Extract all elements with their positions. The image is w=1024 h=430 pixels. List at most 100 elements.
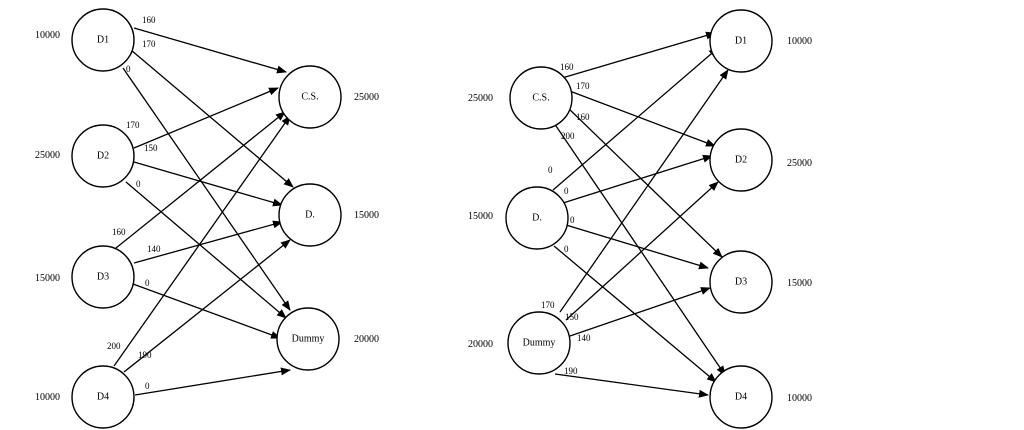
cost-d4-dummy: 0: [145, 381, 150, 391]
edge-d4-dummy: [134, 367, 291, 396]
left-source-nodes: D1 D2 D3 D4: [71, 8, 135, 429]
edge-r-cs-d2: [566, 89, 716, 147]
cost-r-d-d4: 0: [564, 244, 569, 254]
edge-d1-dummy: [122, 67, 291, 311]
cost-r-dummy-d2: 150: [565, 312, 579, 322]
edge-r-dummy-d4: [554, 373, 709, 398]
supply-r-d: 15000: [468, 211, 493, 222]
node-d1: D1: [71, 8, 135, 72]
edge-d3-dummy: [132, 283, 281, 339]
cost-r-cs-d1: 160: [560, 62, 574, 72]
node-r-dummy-label: Dummy: [523, 337, 556, 348]
node-dummy: Dummy: [276, 307, 340, 371]
cost-d3-dummy: 0: [145, 278, 150, 288]
demand-r-d1: 10000: [787, 36, 812, 47]
node-d4-label: D4: [97, 391, 109, 402]
right-supplies: 25000 15000 20000: [468, 93, 493, 350]
cost-r-dummy-d1: 170: [541, 300, 555, 310]
left-network: 160 170 0 170 150 0 160 140 0 200 190 0 …: [35, 8, 379, 429]
node-r-cs: C.S.: [509, 66, 573, 130]
left-edges: [113, 27, 294, 396]
demand-r-d2: 25000: [787, 158, 812, 169]
demand-d: 15000: [354, 210, 379, 221]
edge-d1-cs: [133, 27, 287, 74]
cost-r-cs-d4: 200: [561, 131, 575, 141]
edge-d4-cs: [113, 115, 291, 367]
node-d3-label: D3: [97, 271, 109, 282]
edge-r-d-d2: [562, 154, 713, 204]
cost-d4-cs: 200: [107, 341, 121, 351]
cost-r-dummy-d4: 190: [564, 366, 578, 376]
supply-r-dummy: 20000: [468, 339, 493, 350]
node-r-d3: D3: [709, 250, 773, 314]
right-edges: [552, 31, 729, 398]
cost-d2-cs: 170: [126, 120, 140, 130]
left-supplies: 10000 25000 15000 10000: [35, 30, 60, 403]
node-cs: C.S.: [278, 65, 342, 129]
node-cs-label: C.S.: [301, 91, 318, 102]
supply-d2: 25000: [35, 150, 60, 161]
supply-d1: 10000: [35, 30, 60, 41]
cost-d3-cs: 160: [112, 227, 126, 237]
demand-r-d4: 10000: [787, 393, 812, 404]
cost-r-d-d3: 0: [570, 215, 575, 225]
cost-r-d-d1: 0: [548, 165, 553, 175]
demand-cs: 25000: [354, 92, 379, 103]
cost-d4-d: 190: [138, 350, 152, 360]
cost-d3-d: 140: [147, 244, 161, 254]
node-d4: D4: [71, 365, 135, 429]
right-demands: 10000 25000 15000 10000: [787, 36, 812, 404]
supply-d4: 10000: [35, 392, 60, 403]
node-r-cs-label: C.S.: [532, 92, 549, 103]
right-sink-nodes: D1 D2 D3 D4: [709, 9, 773, 429]
edge-r-dummy-d2: [565, 181, 719, 321]
node-d1-label: D1: [97, 34, 109, 45]
node-d3: D3: [71, 245, 135, 309]
cost-r-cs-d3: 160: [576, 112, 590, 122]
demand-dummy: 20000: [354, 334, 379, 345]
cost-d1-cs: 160: [142, 15, 156, 25]
supply-d3: 15000: [35, 273, 60, 284]
cost-r-cs-d2: 170: [576, 81, 590, 91]
edge-d3-d: [133, 220, 283, 264]
left-demands: 25000 15000 20000: [354, 92, 379, 345]
edge-d2-dummy: [125, 181, 287, 319]
node-r-d3-label: D3: [735, 276, 747, 287]
edge-r-dummy-d3: [569, 287, 711, 337]
edge-r-cs-d1: [561, 31, 716, 79]
node-r-d1: D1: [709, 9, 773, 73]
left-sink-nodes: C.S. D. Dummy: [276, 65, 342, 371]
node-r-d1-label: D1: [735, 35, 747, 46]
edge-r-dummy-d1: [559, 69, 729, 313]
node-r-d4-label: D4: [735, 391, 747, 402]
node-r-dummy: Dummy: [507, 311, 571, 375]
demand-r-d3: 15000: [787, 278, 812, 289]
edge-d2-cs: [133, 87, 279, 149]
edge-r-d-d1: [552, 47, 719, 191]
cost-d1-dummy: 0: [126, 64, 131, 74]
right-edge-costs: 160 170 160 200 0 0 0 0 170 150 140 190: [541, 62, 591, 376]
node-d2: D2: [71, 124, 135, 188]
cost-d1-d: 170: [142, 39, 156, 49]
cost-r-dummy-d3: 140: [577, 333, 591, 343]
right-source-nodes: C.S. D. Dummy: [505, 66, 573, 375]
edge-d3-cs: [115, 111, 286, 249]
edge-d2-d: [133, 161, 283, 207]
edge-r-cs-d3: [565, 105, 723, 258]
node-r-d2-label: D2: [735, 154, 747, 165]
node-r-d-label: D.: [532, 212, 542, 223]
edge-d4-d: [123, 239, 291, 373]
edge-r-d-d3: [565, 224, 709, 270]
cost-r-d-d2: 0: [564, 186, 569, 196]
supply-r-cs: 25000: [468, 93, 493, 104]
node-d2-label: D2: [97, 150, 109, 161]
node-dummy-label: Dummy: [292, 333, 325, 344]
node-r-d4: D4: [709, 365, 773, 429]
node-d: D.: [278, 183, 342, 247]
node-d-label: D.: [305, 209, 315, 220]
edge-d1-d: [130, 49, 294, 188]
cost-d2-dummy: 0: [136, 179, 141, 189]
left-edge-costs: 160 170 0 170 150 0 160 140 0 200 190 0: [107, 15, 161, 391]
